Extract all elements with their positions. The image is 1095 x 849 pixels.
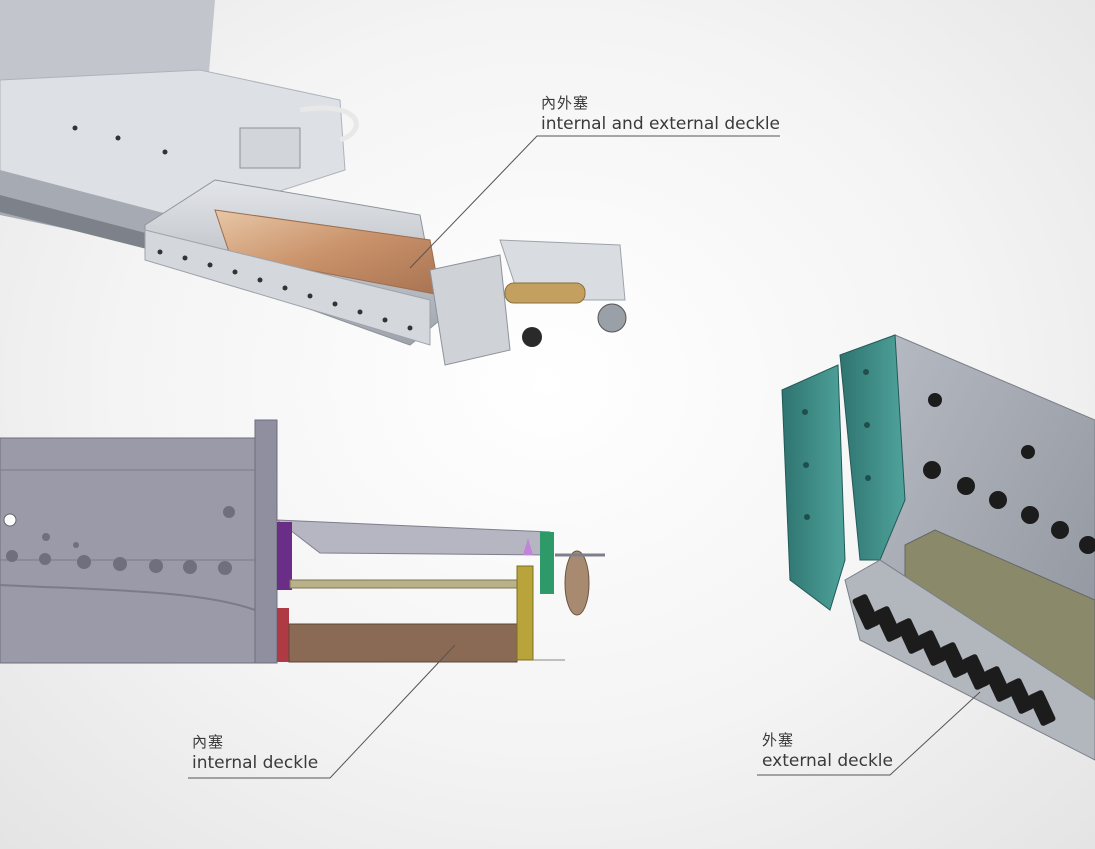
- cad-holes: [3, 506, 235, 575]
- external-deckle-render: [781, 334, 1095, 761]
- cad-top-blade: [275, 519, 551, 556]
- teal-deckle-plate-back: [839, 334, 906, 561]
- leader-lines: [188, 135, 981, 779]
- air-hose: [299, 105, 359, 143]
- leader-external: [757, 691, 981, 776]
- end-bracket: [429, 254, 511, 366]
- die-body-top: [0, 69, 346, 221]
- label-internal-external-deckle: 內外塞 internal and external deckle: [541, 93, 780, 135]
- lock-nut: [522, 327, 542, 347]
- teal-plate-screws: [802, 369, 871, 520]
- slider-block: [239, 127, 301, 169]
- cad-die-body: [0, 437, 256, 664]
- label-internal-deckle: 內塞 internal deckle: [192, 732, 318, 774]
- deckle-bolt-row: [852, 594, 1056, 726]
- adjuster-knob: [597, 303, 627, 333]
- cad-adjuster-wheel: [564, 550, 590, 616]
- cad-internal-deckle-bar: [288, 623, 518, 663]
- internal-external-deckle-assembly: [0, 0, 627, 366]
- label-internal-external-deckle-en: internal and external deckle: [541, 114, 780, 134]
- label-internal-external-deckle-zh: 內外塞: [541, 94, 590, 112]
- cad-green-block: [540, 532, 554, 594]
- label-external-deckle-zh: 外塞: [762, 731, 795, 749]
- brass-adjuster-rod: [504, 282, 586, 304]
- deckle-rail-front: [144, 229, 431, 346]
- frame-bolt-holes: [72, 125, 413, 331]
- cad-threaded-rod: [289, 579, 526, 589]
- die-bolt-holes: [923, 393, 1095, 554]
- cad-purple-tip: [523, 538, 533, 555]
- label-internal-deckle-zh: 內塞: [192, 733, 225, 751]
- leader-internal-external: [409, 135, 780, 269]
- cad-end-plate: [254, 419, 278, 664]
- label-external-deckle: 外塞 external deckle: [762, 730, 893, 772]
- cad-olive-bracket: [516, 565, 534, 661]
- label-internal-deckle-en: internal deckle: [192, 753, 319, 773]
- teal-deckle-plate-front: [781, 364, 846, 611]
- internal-deckle-cad: [0, 419, 605, 664]
- label-external-deckle-en: external deckle: [762, 751, 893, 771]
- cad-purple-block: [277, 522, 292, 590]
- leader-internal: [188, 644, 456, 779]
- cad-red-block: [277, 608, 289, 662]
